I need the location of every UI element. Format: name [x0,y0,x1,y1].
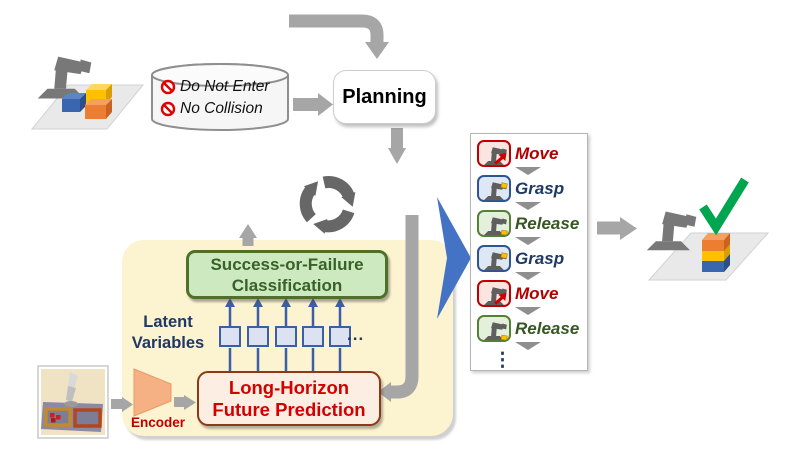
block-orange [85,99,112,119]
action-item-move: Move [477,140,558,167]
classification-label-line2: Classification [231,275,343,295]
robot-arm-move-icon [477,280,511,307]
chevron-down-icon [515,272,541,280]
chevron-down-icon [515,167,541,175]
robot-arm-move-icon [477,140,511,167]
action-item-move: Move [477,280,558,307]
no-entry-icon [160,79,176,95]
constraint-rule: No Collision [160,98,282,120]
latent-variable-node [219,326,241,347]
planning-label: Planning [342,85,427,108]
constraint-text: No Collision [180,100,263,117]
latent-variable-node [247,326,269,347]
robot-arm-release-icon [477,210,511,237]
latent-ellipsis: ... [347,325,365,344]
robot-arm-icon [646,211,697,251]
robot-arm-grasp-icon [477,245,511,272]
latent-variable-node [329,326,351,347]
block-blue [62,93,86,112]
stacked-blocks [702,233,730,272]
chevron-down-icon [515,307,541,315]
sequence-ellipsis: ⋮ [493,350,512,371]
simulation-image [37,365,109,439]
robot-arm-grasp-icon [477,175,511,202]
action-item-release: Release [477,210,579,237]
block-yellow [86,84,112,103]
action-label: Grasp [515,178,565,198]
checkmark-icon [699,177,749,236]
latent-label-line1: Latent [143,313,193,331]
chevron-down-icon [515,237,541,245]
robot-arm-release-icon [477,315,511,342]
prediction-label-line1: Long-Horizon [228,376,350,398]
action-label: Release [515,318,580,338]
action-label: Release [515,213,580,233]
action-label: Move [515,143,559,163]
initial-scene [30,56,145,130]
latent-variables-label: Latent Variables [118,312,218,354]
action-sequence-list: Move Grasp [470,133,588,371]
planning-box: Planning [333,70,436,124]
latent-label-line2: Variables [131,334,205,352]
latent-variable-node [302,326,324,347]
classification-label-line1: Success-or-Failure [210,254,364,274]
constraint-rule: Do Not Enter [160,76,282,98]
constraint-text: Do Not Enter [180,78,270,95]
arrow-planning-down [388,128,406,164]
table-surface [647,232,770,281]
chevron-down-icon [515,342,541,350]
final-scene [646,177,770,281]
arrow-to-final-scene [597,217,637,240]
prediction-label-line2: Future Prediction [212,398,366,420]
encoder-label: Encoder [130,415,185,430]
action-item-release: Release [477,315,579,342]
no-entry-icon [160,101,176,117]
classification-box: Success-or-Failure Classification [186,250,388,299]
action-label: Move [515,283,559,303]
action-item-grasp: Grasp [477,245,564,272]
table-surface [30,84,145,130]
action-label: Grasp [515,248,565,268]
action-item-grasp: Grasp [477,175,564,202]
arrow-db-to-planning [293,93,333,116]
loop-icon [299,176,356,234]
arrow-top-into-planning [289,14,389,59]
latent-variable-node [275,326,297,347]
prediction-box: Long-Horizon Future Prediction [197,371,381,426]
constraints-list: Do Not Enter No Collision [160,76,282,120]
chevron-down-icon [515,202,541,210]
robot-arm-icon [37,56,92,99]
